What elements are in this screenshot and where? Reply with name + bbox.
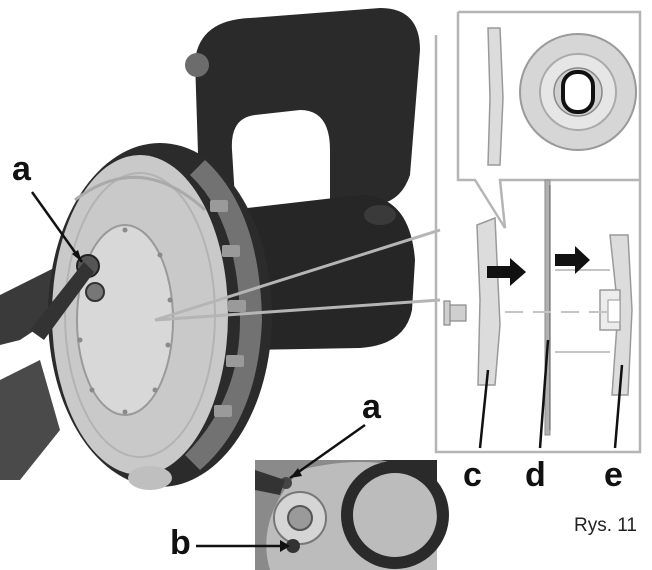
callout-b-inset: b [170, 524, 191, 562]
diagram-frame [434, 10, 642, 454]
leader-c [478, 369, 490, 449]
arrow-c-to-d [487, 258, 526, 286]
leader-e [613, 364, 624, 449]
handle-knob [185, 53, 209, 77]
part-d-blade [544, 179, 551, 436]
wrench [30, 262, 94, 340]
flange-side-view [487, 27, 504, 166]
bolt [443, 300, 467, 326]
leader-a-top [30, 191, 84, 263]
inset-photo [255, 460, 449, 570]
flange-front-hole [561, 70, 595, 114]
leader-d [538, 339, 550, 449]
callout-e: e [604, 456, 623, 494]
leader-a-inset [289, 423, 366, 480]
arrow-d-to-e [555, 246, 590, 274]
part-c-flange [476, 216, 501, 386]
callout-c: c [463, 456, 482, 494]
figure-caption: Rys. 11 [574, 515, 638, 536]
saw-handle [195, 8, 420, 215]
callout-a-top: a [12, 150, 31, 188]
callout-d: d [525, 456, 546, 494]
callout-a-inset: a [362, 388, 381, 426]
